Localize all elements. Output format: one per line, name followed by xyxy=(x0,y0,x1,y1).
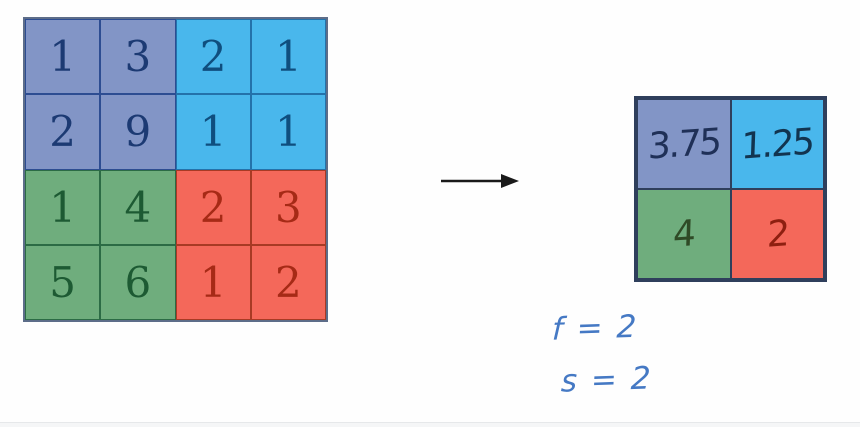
grid-cell-slate: 3.75 xyxy=(637,99,731,189)
cell-value: 1 xyxy=(199,107,227,157)
cell-value: 1 xyxy=(275,32,302,82)
grid-cell-green: 6 xyxy=(100,244,176,320)
grid-cell-cyan: 2 xyxy=(175,19,251,95)
grid-cell-red: 2 xyxy=(730,189,824,279)
cell-value: 9 xyxy=(124,107,152,157)
cell-value: 2 xyxy=(199,182,227,232)
cell-value: 3 xyxy=(275,182,302,232)
cell-value: 1.25 xyxy=(740,120,814,168)
grid-cell-green: 5 xyxy=(25,244,101,320)
grid-cell-slate: 2 xyxy=(25,94,101,170)
cell-value: 3.75 xyxy=(647,120,721,168)
cell-value: 4 xyxy=(124,182,152,232)
grid-cell-cyan: 1 xyxy=(250,94,326,170)
cell-value: 1 xyxy=(49,182,76,232)
grid-cell-red: 3 xyxy=(250,169,326,245)
grid-cell-cyan: 1 xyxy=(175,94,251,170)
grid-cell-slate: 9 xyxy=(100,94,176,170)
grid-cell-red: 2 xyxy=(175,169,251,245)
cell-value: 2 xyxy=(199,32,227,82)
cell-value: 2 xyxy=(766,212,789,256)
output-feature-map-grid: 3.75 1.25 4 2 xyxy=(634,96,827,282)
grid-cell-green: 1 xyxy=(25,169,101,245)
grid-cell-slate: 1 xyxy=(25,19,101,95)
grid-cell-cyan: 1.25 xyxy=(730,99,824,189)
grid-cell-green: 4 xyxy=(637,189,731,279)
cell-value: 2 xyxy=(49,107,76,157)
grid-cell-red: 2 xyxy=(250,244,326,320)
cell-value: 2 xyxy=(275,257,302,307)
handwritten-annotations: f = 2 s = 2 xyxy=(551,302,654,406)
stride-annotation: s = 2 xyxy=(560,360,654,400)
right-arrow-icon xyxy=(441,174,519,188)
grid-cell-green: 4 xyxy=(100,169,176,245)
grid-cell-cyan: 1 xyxy=(250,19,326,95)
cell-value: 4 xyxy=(672,212,695,256)
cell-value: 1 xyxy=(49,32,76,82)
cell-value: 6 xyxy=(124,257,152,307)
bottom-divider xyxy=(0,422,860,427)
cell-value: 1 xyxy=(275,107,302,157)
filter-size-annotation: f = 2 xyxy=(551,308,639,348)
grid-cell-slate: 3 xyxy=(100,19,176,95)
cell-value: 3 xyxy=(124,32,152,82)
cell-value: 5 xyxy=(49,257,76,307)
cell-value: 1 xyxy=(199,257,227,307)
grid-cell-red: 1 xyxy=(175,244,251,320)
